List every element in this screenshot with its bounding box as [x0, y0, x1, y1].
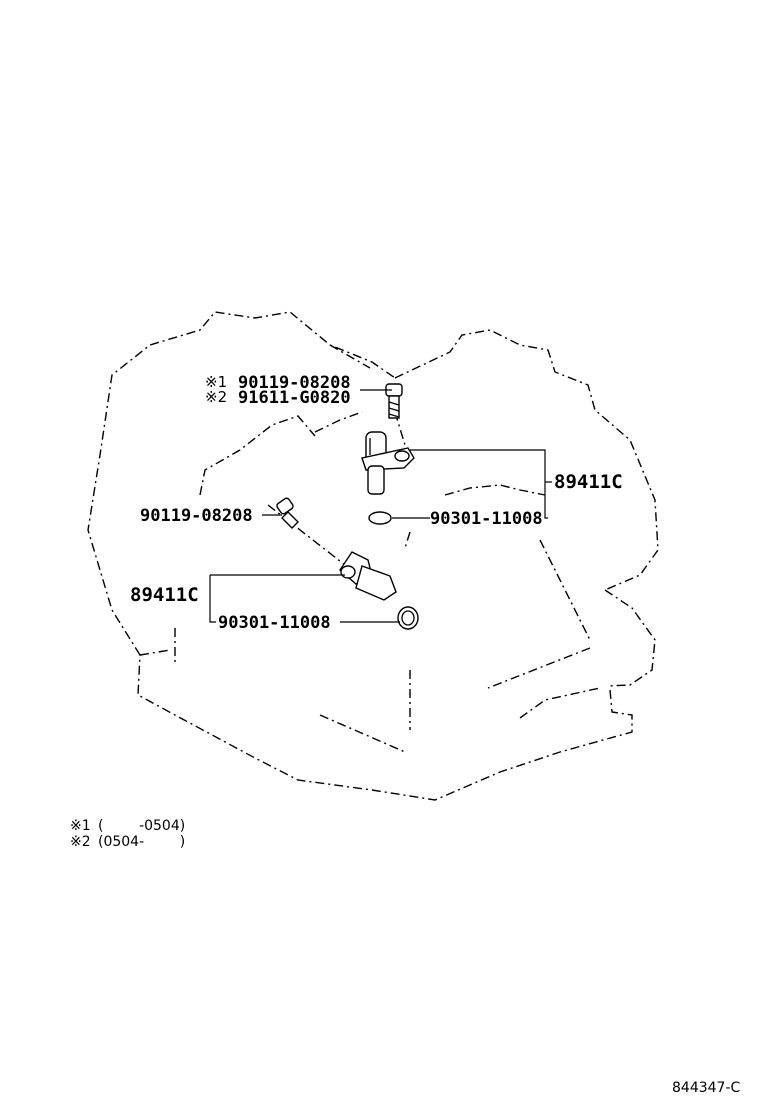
note2-mark-upper: ※2 [205, 388, 227, 406]
footnote-1-mark: ※1 [70, 818, 91, 834]
upper-sensor-part: 89411C [554, 471, 623, 493]
upper-sensor [361, 431, 415, 495]
footnote-2-range: (0504- ) [98, 834, 185, 850]
transaxle-housing-outline [87, 311, 659, 801]
upper-bolt [385, 383, 403, 419]
lower-o-ring-part: 90301-11008 [218, 613, 331, 633]
upper-o-ring-part: 90301-11008 [430, 509, 543, 529]
footnote-2-mark: ※2 [70, 834, 91, 850]
lower-bolt-part: 90119-08208 [140, 506, 253, 526]
lower-sensor [339, 551, 397, 601]
footnote-1-range: ( -0504) [98, 818, 185, 834]
lower-bolt [276, 497, 299, 529]
upper-o-ring [368, 511, 392, 525]
leader-lines [209, 389, 552, 623]
upper-bolt-part-1: 90119-08208 [238, 373, 351, 393]
upper-bolt-part-2: 91611-G0820 [238, 388, 351, 408]
footnotes: ※1 ( -0504) ※2 (0504- ) [70, 818, 185, 850]
part-labels: ※1 90119-08208 ※2 91611-G0820 89411C 903… [130, 373, 623, 633]
lower-sensor-part: 89411C [130, 584, 199, 606]
diagram-code: 844347-C [672, 1080, 740, 1096]
note1-mark-upper: ※1 [205, 373, 227, 391]
lower-o-ring [397, 606, 419, 630]
